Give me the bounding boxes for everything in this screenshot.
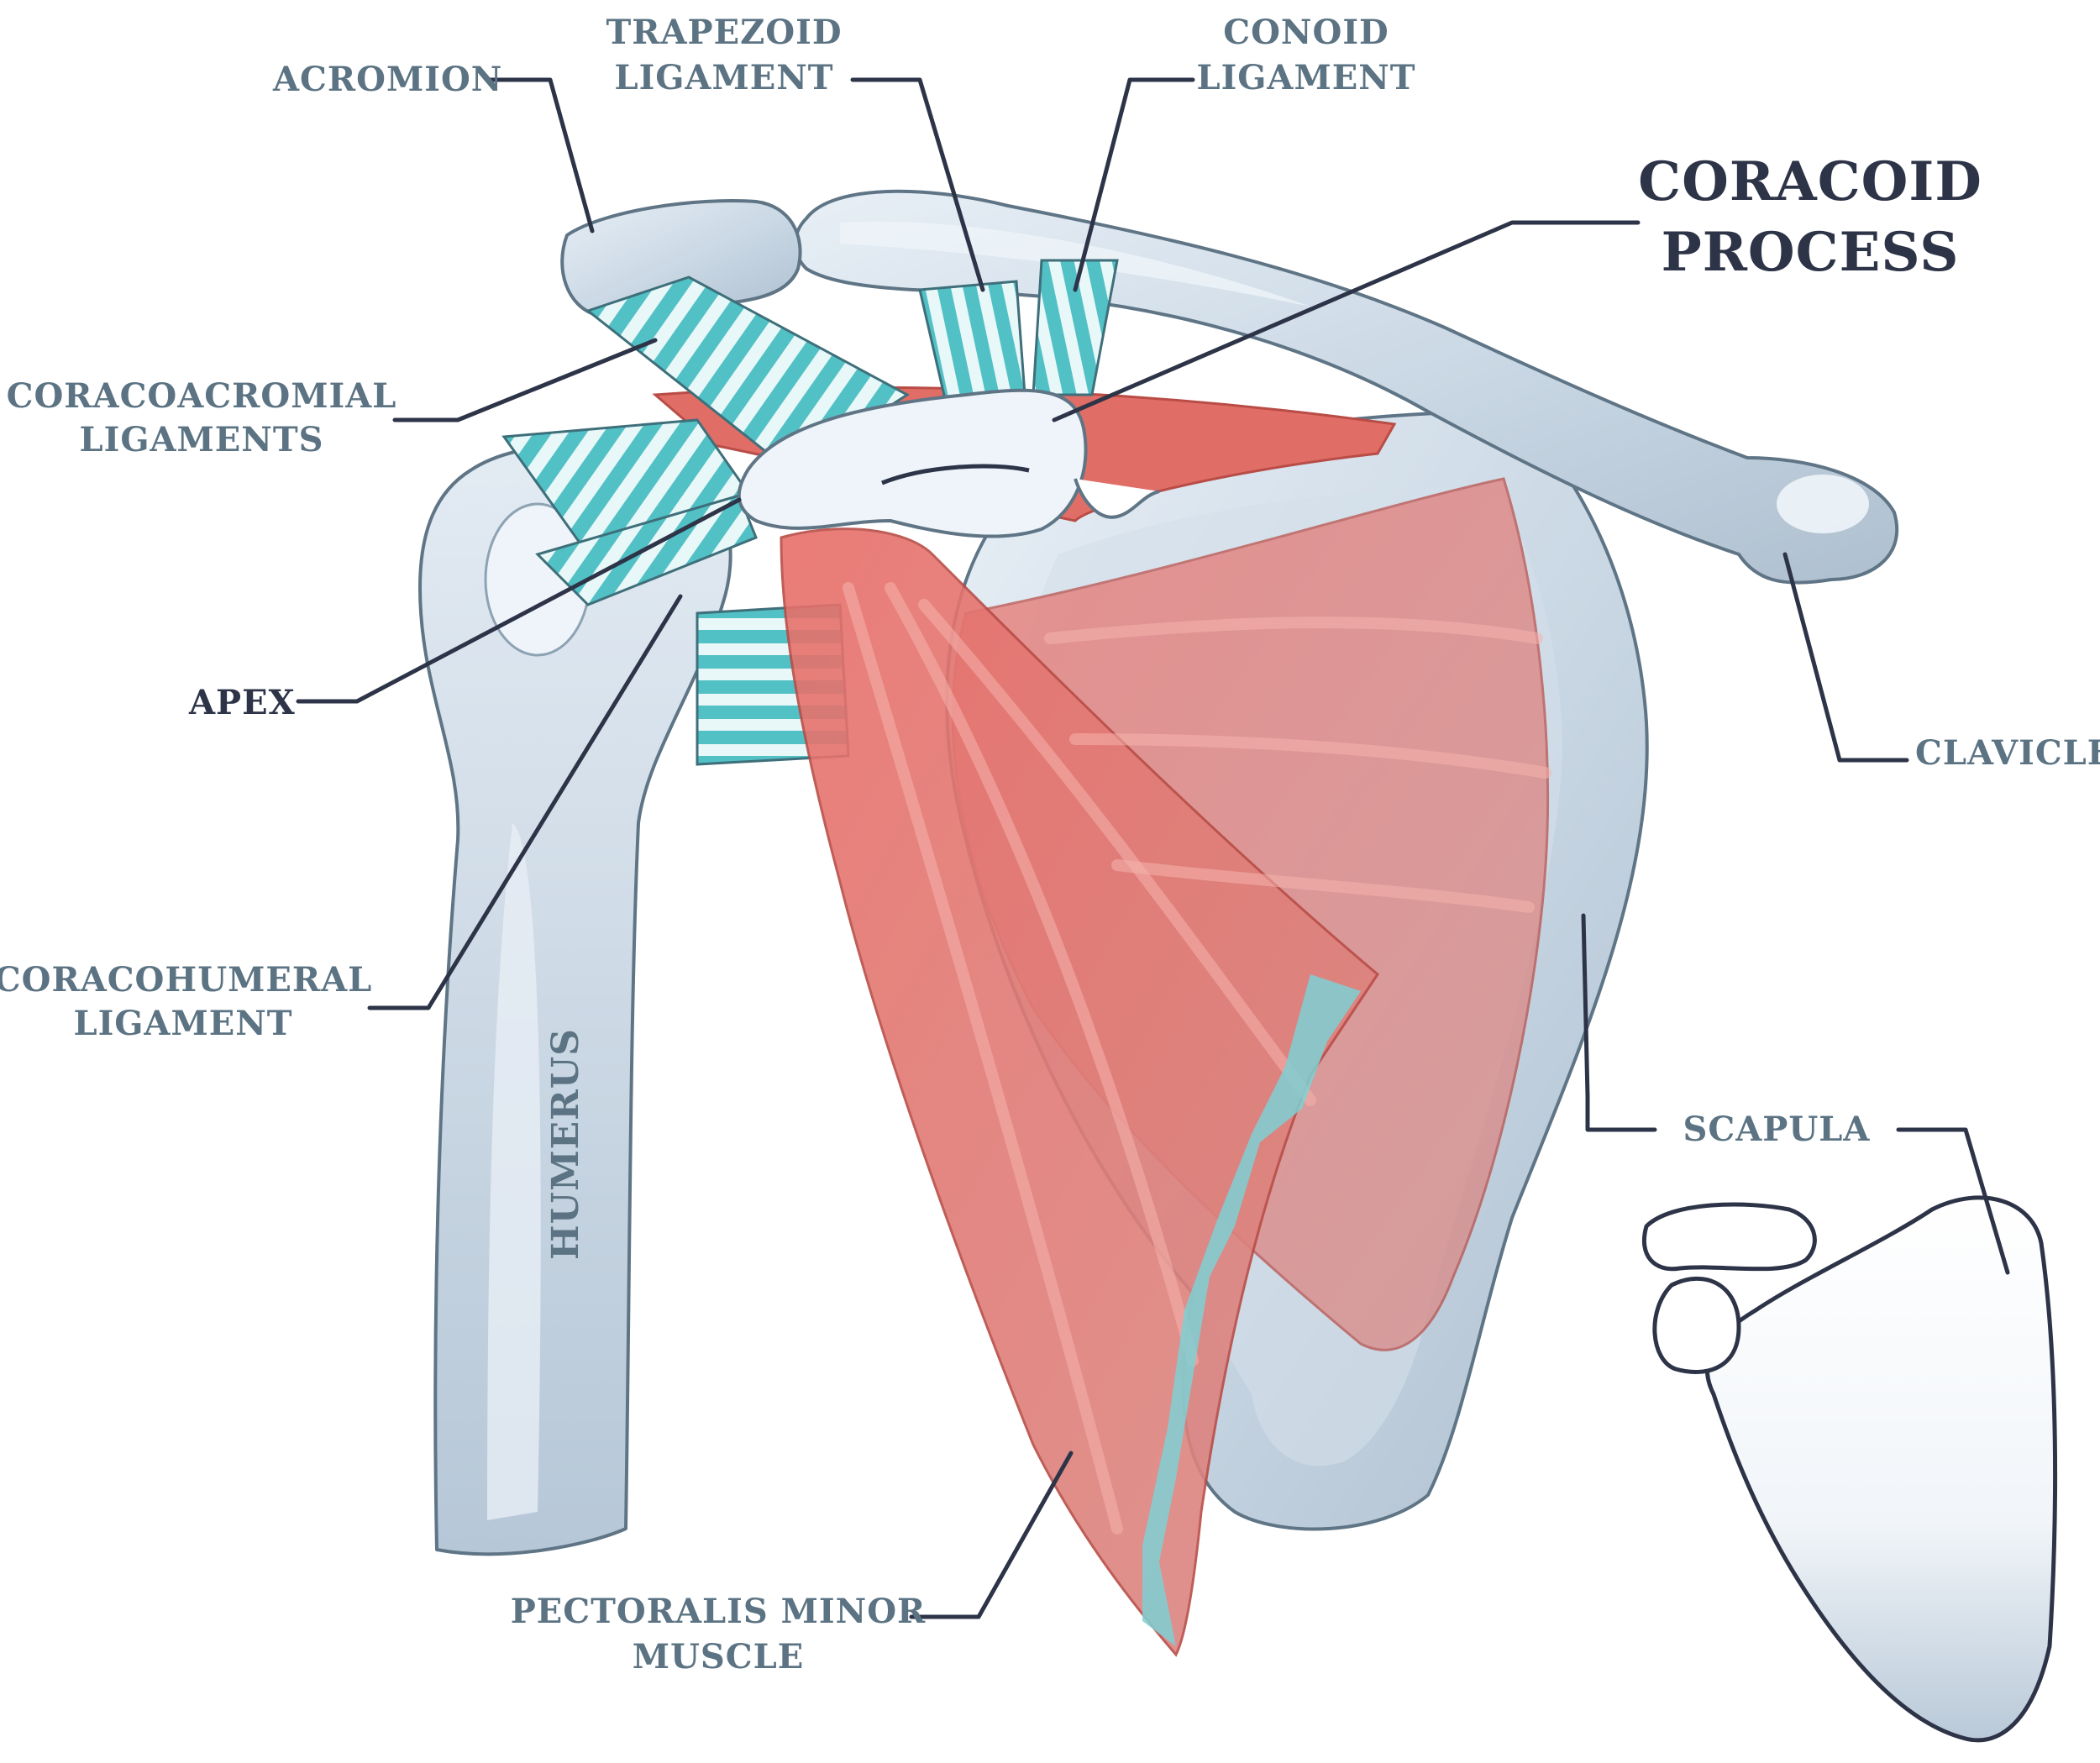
acromion-leader	[485, 77, 595, 233]
muscle-tendon-edge	[1142, 974, 1361, 1646]
muscle-fiber-3	[918, 599, 1316, 1106]
muscle-fiber-5	[1069, 733, 1551, 779]
pectoralis-minor-muscle	[780, 527, 1379, 1657]
acromion-label: ACROMION	[272, 60, 502, 99]
coracoacromial-leader	[392, 338, 658, 422]
coracohumeral-ligament-label-line1: CORACOHUMERAL	[0, 960, 372, 1000]
scapular-notch	[1074, 478, 1160, 519]
trapezoid-ligament-label-line1: TRAPEZOID	[606, 13, 842, 52]
conoid-ligament-label-line2: LIGAMENT	[1196, 58, 1415, 97]
coracohumeral-ligament-label-line2: LIGAMENT	[73, 1004, 292, 1043]
coracoacromial-ligaments-label-line2: LIGAMENTS	[79, 420, 323, 459]
coracoid-groove	[881, 464, 1030, 485]
clavicle-label: CLAVICLE	[1915, 733, 2100, 773]
scapula-label: SCAPULA	[1683, 1110, 1871, 1149]
apex-leader	[296, 497, 742, 704]
conoid-ligament-band	[1032, 259, 1119, 396]
trapezoid-ligament-label-line2: LIGAMENT	[614, 58, 833, 97]
coracoid-process-leader	[1052, 220, 1641, 422]
small-scapula-bone	[1704, 1195, 2058, 1743]
humerus-shaft-highlight	[487, 823, 541, 1520]
muscle-fiber-1	[843, 582, 1123, 1535]
coracohumeral-leader	[367, 594, 683, 1010]
apex-label: APEX	[188, 683, 296, 722]
coracoid-process-bone	[737, 388, 1088, 538]
pectoralis-minor-label-line1: PECTORALIS MINOR	[511, 1592, 927, 1631]
scapula-small-leader	[1896, 1127, 2010, 1275]
coracoid-process-label-line2: PROCESS	[1662, 221, 1960, 284]
muscle-fiber-2	[885, 582, 1199, 1367]
clavicle-leader	[1782, 552, 1909, 763]
conoid-ligament-label-line1: CONOID	[1223, 13, 1389, 52]
clavicle-end-highlight	[1777, 475, 1869, 533]
humerus-label: HUMERUS	[544, 1028, 587, 1260]
trapezoid-ligament-band	[918, 280, 1026, 401]
coracoid-process-label-line1: CORACOID	[1638, 150, 1982, 213]
pectoralis-minor-label-line2: MUSCLE	[633, 1637, 805, 1676]
coracoacromial-ligaments-label-line1: CORACOACROMIAL	[7, 376, 397, 416]
muscle-fiber-4	[1044, 617, 1543, 644]
scapula-leader	[1581, 913, 1657, 1132]
small-scapula-acromion	[1641, 1202, 1817, 1272]
conoid-leader	[1073, 77, 1195, 292]
small-scapula-glenoid	[1652, 1276, 1741, 1374]
muscle-fiber-6	[1111, 859, 1535, 913]
trapezoid-leader	[850, 77, 985, 292]
pectoralis-leader	[909, 1451, 1074, 1619]
